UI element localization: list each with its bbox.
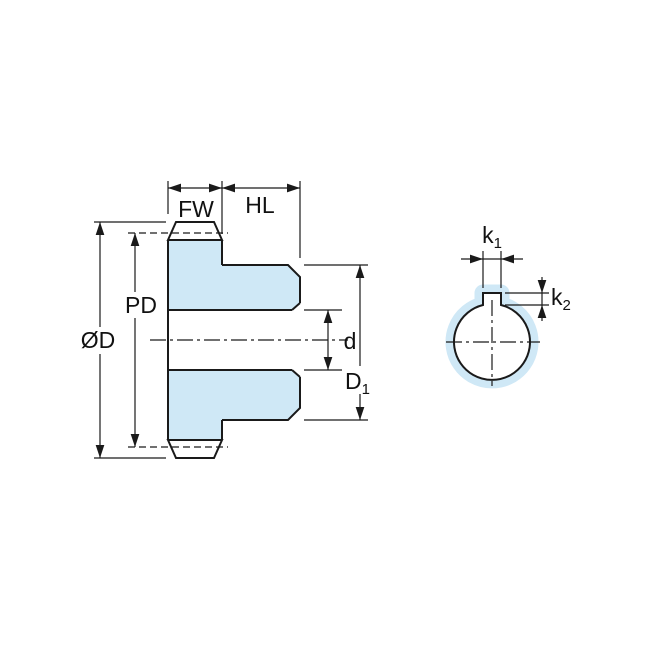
bore-chamfer-bottom-line bbox=[291, 369, 301, 378]
gear-tooth-bottom bbox=[166, 439, 224, 459]
cross-section-view bbox=[128, 221, 348, 459]
end-view: k1 k2 bbox=[445, 222, 571, 389]
label-hub-diameter-main: D bbox=[345, 368, 362, 394]
label-pitch-diameter: PD bbox=[125, 292, 157, 318]
section-dimensions: FW HL ØD PD d D1 bbox=[80, 181, 378, 459]
hub-outline-top bbox=[222, 264, 301, 303]
bore-chamfer-top-line bbox=[291, 302, 301, 311]
label-keyway-depth-subscript: 2 bbox=[563, 297, 571, 314]
label-hub-diameter: D1 bbox=[345, 368, 370, 398]
label-keyway-depth: k2 bbox=[551, 284, 571, 314]
label-bg-pitch-diameter bbox=[122, 292, 160, 318]
label-keyway-width-subscript: 1 bbox=[494, 235, 502, 252]
label-outside-diameter: ØD bbox=[81, 327, 116, 353]
label-keyway-depth-main: k bbox=[551, 284, 563, 310]
label-bore-diameter: d bbox=[344, 328, 357, 354]
label-keyway-width-main: k bbox=[482, 222, 494, 248]
label-hub-diameter-subscript: 1 bbox=[362, 381, 370, 398]
label-keyway-width: k1 bbox=[482, 222, 502, 252]
label-bg-hub-diameter bbox=[342, 366, 378, 394]
gear-tooth-top bbox=[166, 221, 224, 241]
label-bg-outside-diameter bbox=[80, 327, 118, 354]
label-face-width: FW bbox=[178, 196, 214, 222]
hub-outline-bottom bbox=[222, 377, 301, 421]
label-hub-length: HL bbox=[245, 192, 275, 218]
